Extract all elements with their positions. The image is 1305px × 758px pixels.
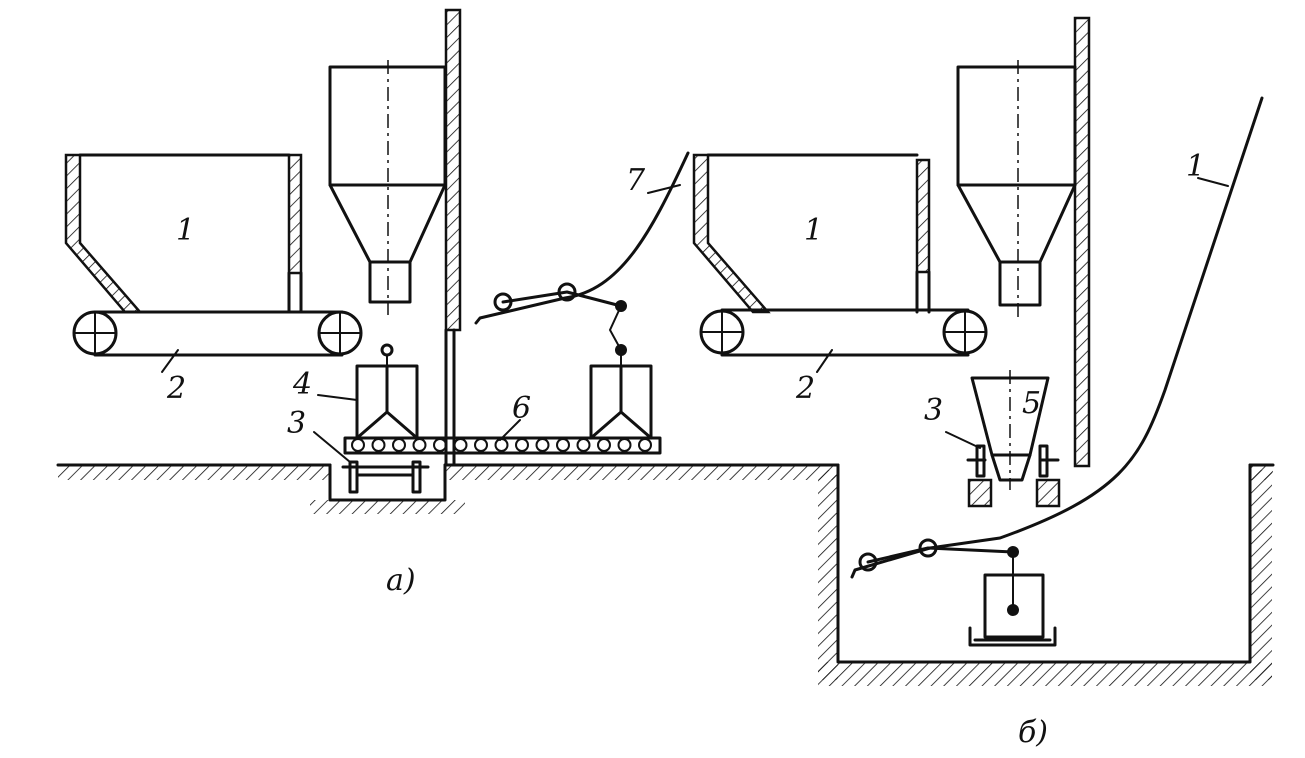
label-b-conveyor: 2: [795, 371, 815, 406]
callout-labels: 1 2 3 4 6 7 1 2 3 5 1: [166, 149, 1205, 441]
bunker-a: [64, 153, 303, 314]
scheme-a: [64, 8, 690, 494]
label-a-scale: 3: [287, 406, 306, 441]
label-b-scale: 3: [924, 393, 943, 428]
roller: [371, 438, 386, 452]
label-a-box: 4: [292, 367, 312, 402]
roller: [412, 438, 427, 452]
roller: [535, 438, 550, 452]
caption-a: а): [386, 563, 416, 598]
roller: [617, 438, 632, 452]
roller: [433, 438, 447, 452]
roller: [453, 438, 468, 452]
chute-a: [474, 151, 690, 367]
roller: [556, 438, 570, 452]
chute-b: [850, 96, 1264, 611]
roller: [474, 438, 488, 452]
bunker-b: [692, 153, 931, 314]
label-a-conveyor: 2: [166, 371, 186, 406]
caption-b: б): [1018, 715, 1048, 750]
roller: [638, 438, 652, 452]
roller: [515, 438, 529, 452]
roller: [392, 438, 406, 452]
belt-conveyor-b: [699, 308, 988, 357]
box-on-rollers: [589, 364, 653, 440]
scale-a: [341, 460, 430, 494]
silo-a: [328, 60, 447, 315]
scheme-b: [692, 16, 1264, 647]
dosing-box-a: [355, 343, 419, 440]
box-b: [968, 573, 1057, 647]
funnel-b: [970, 370, 1050, 490]
roller-conveyor: [343, 436, 662, 455]
roller: [597, 438, 611, 452]
ground: [56, 463, 1275, 686]
captions: а) б): [386, 563, 1048, 750]
wall-a: [444, 8, 462, 467]
label-b-bunker: 1: [804, 213, 823, 248]
roller: [576, 438, 591, 452]
label-a-bunker: 1: [176, 213, 195, 248]
belt-conveyor-a: [72, 310, 363, 357]
label-a-chute: 7: [626, 163, 646, 198]
label-b-chute: 1: [1186, 149, 1205, 184]
roller: [494, 438, 509, 452]
wall-b: [1073, 16, 1091, 468]
scale-b: [966, 444, 1061, 508]
label-b-funnel: 5: [1022, 386, 1041, 421]
roller: [351, 438, 365, 452]
label-a-roller: 6: [512, 391, 531, 426]
silo-b: [956, 60, 1077, 320]
